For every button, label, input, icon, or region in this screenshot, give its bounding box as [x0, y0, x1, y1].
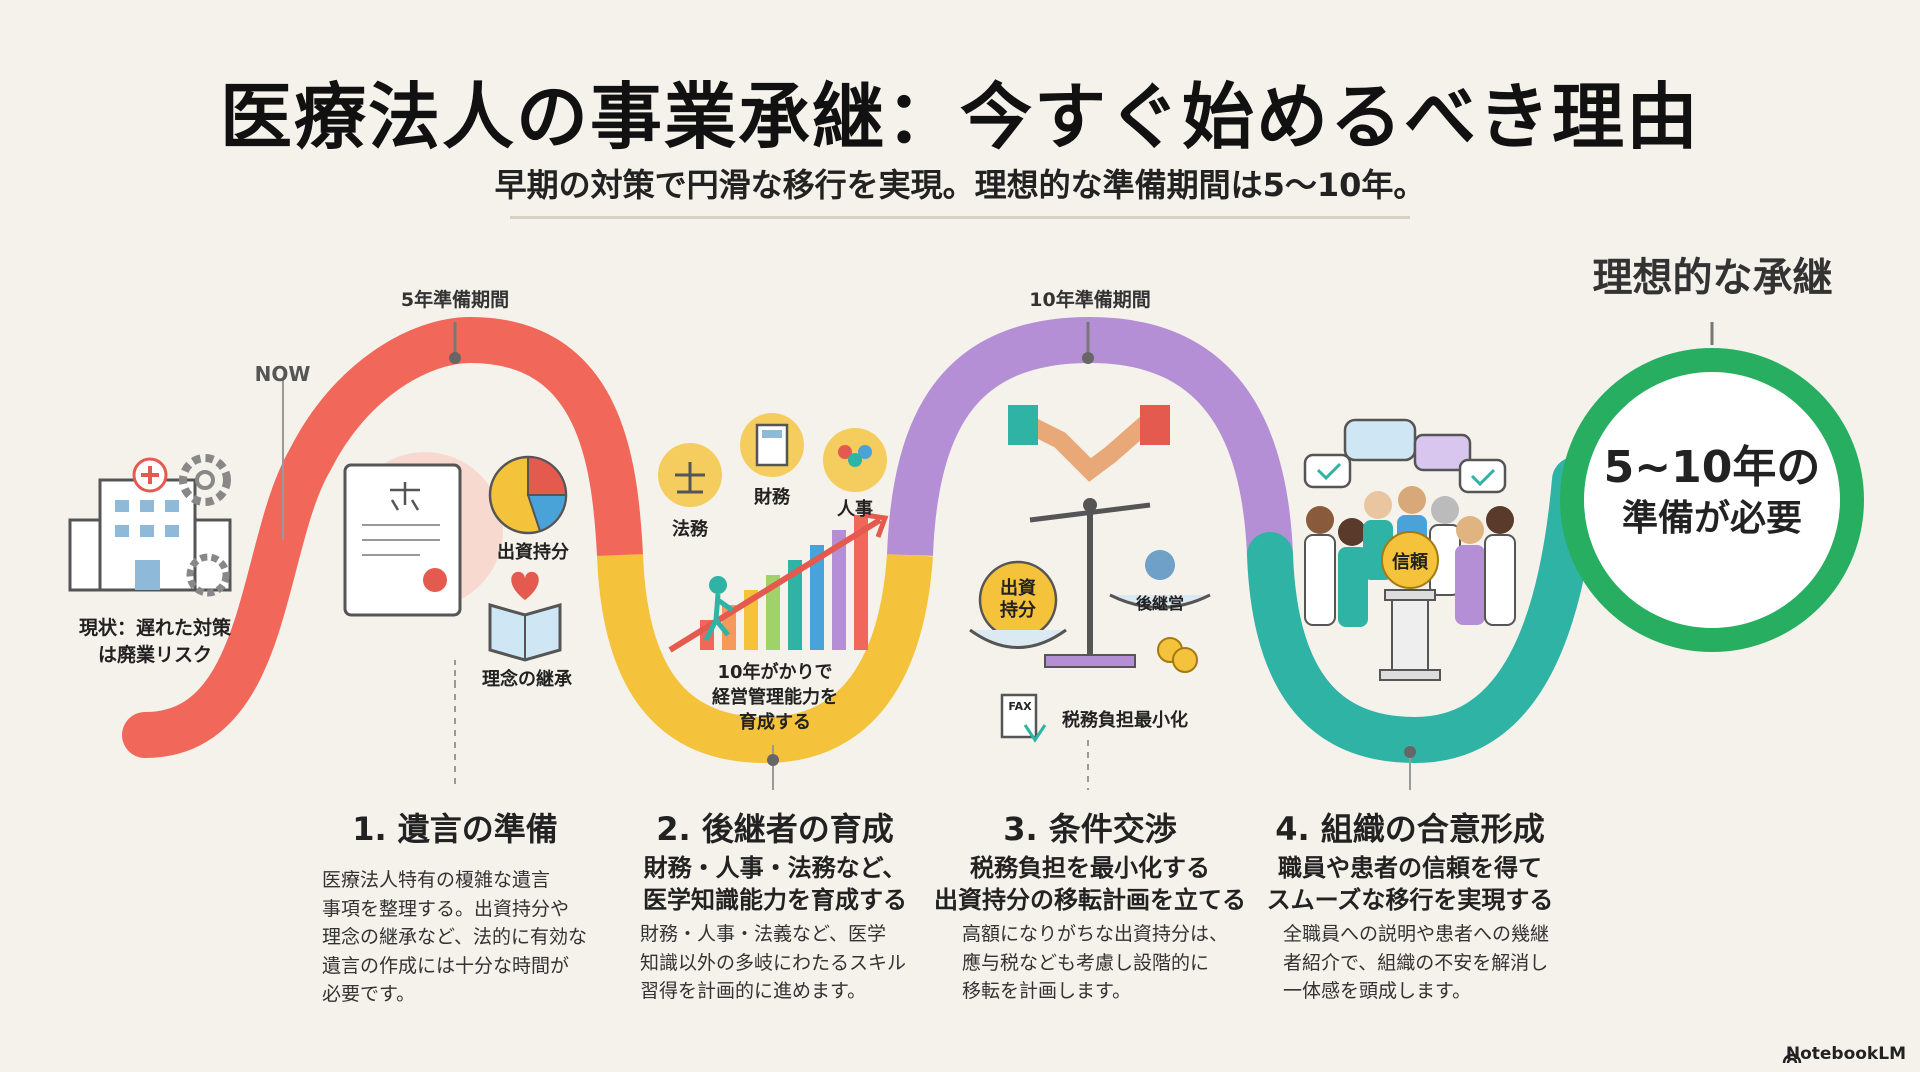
law-icon — [658, 443, 722, 507]
period-5-label: 5年準備期間 — [400, 289, 510, 311]
title-divider — [510, 216, 1410, 219]
trust-label: 信頼 — [1392, 552, 1428, 573]
team-icon — [823, 428, 887, 492]
will-document-icon — [343, 463, 462, 617]
ideal-circle — [1560, 348, 1864, 652]
step-2-body: 財務・人事・法義など、医学 知識以外の多岐にわたるスキル 習得を計画的に進めます… — [640, 923, 907, 1002]
now-label: NOW — [254, 362, 311, 386]
scale-right-label: 後継営 — [1135, 594, 1184, 613]
page-subtitle: 早期の対策で円滑な移行を実現。理想的な準備期間は5～10年。 — [494, 166, 1426, 204]
tax-min-label: 税務負担最小化 — [1062, 710, 1188, 731]
current-state-label: 現状：遅れた対策 は廃業リスク — [78, 617, 231, 666]
step-2-title: 2. 後継者の育成 — [656, 810, 894, 848]
handshake-icon — [1008, 405, 1170, 482]
step-3-title: 3. 条件交渉 — [1003, 810, 1177, 848]
finance-label: 財務 — [754, 487, 790, 508]
investment-share-label: 出資持分 — [497, 542, 569, 563]
wave-purple — [887, 316, 1293, 556]
ideal-title: 理想的な承継 — [1592, 255, 1833, 301]
gear-icon — [179, 454, 231, 597]
philosophy-label: 理念の継承 — [482, 669, 572, 690]
scale-left-label: 出資 持分 — [1000, 578, 1036, 621]
trust-pillar-icon — [1379, 531, 1441, 681]
ideal-circle-line2: 準備が必要 — [1621, 498, 1802, 539]
step-4-title: 4. 組織の合意形成 — [1275, 810, 1545, 848]
hr-label: 人事 — [837, 499, 873, 520]
calculator-icon — [740, 413, 804, 477]
ideal-circle-line1: 5~10年の — [1603, 442, 1821, 493]
wave-yellow — [597, 553, 933, 764]
step-1-title: 1. 遺言の準備 — [352, 810, 558, 848]
page-title: 医療法人の事業承継：今すぐ始めるべき理由 — [219, 75, 1700, 159]
step-2-subtitle: 財務・人事・法務など、 医学知識能力を育成する — [643, 854, 907, 915]
hospital-icon — [68, 457, 232, 592]
step-4-subtitle: 職員や患者の信頼を得て スムーズな移行を実現する — [1266, 854, 1554, 915]
growth-bar-icons — [668, 512, 889, 653]
heart-icon — [511, 571, 539, 600]
marker-10-year — [1082, 352, 1094, 364]
wave-teal — [1247, 457, 1598, 764]
step-4-body: 全職員への説明や患者への幾継 者紹介で、組織の不安を解消し 一体感を頭成します。 — [1283, 923, 1550, 1002]
step-3-subtitle: 税務負担を最小化する 出資持分の移転計画を立てる — [934, 854, 1246, 915]
notebooklm-logo-icon — [1782, 1053, 1802, 1064]
balance-scale-icon — [969, 498, 1211, 673]
fax-document-icon — [1000, 693, 1047, 743]
growth-caption: 10年がかりで 経営管理能力を 育成する — [712, 662, 838, 734]
wave-red — [122, 316, 643, 758]
pie-chart-icon — [488, 455, 568, 535]
notebooklm-footer: NotebookLM — [1785, 1044, 1906, 1064]
chat-bubble-icons — [1303, 418, 1507, 494]
marker-5-year — [449, 352, 461, 364]
step-1-body: 医療法人特有の榎雑な遺言 事項を整理する。出資持分や 理念の継承など、法的に有効… — [322, 869, 588, 1005]
fax-label: FAX — [1008, 700, 1032, 713]
law-label: 法務 — [672, 519, 708, 540]
book-icon — [488, 603, 562, 662]
step-3-body: 高額になりがちな出資持分は、 應与税なども考慮し設階的に 移転を計画します。 — [962, 923, 1229, 1002]
period-10-label: 10年準備期間 — [1029, 289, 1151, 311]
